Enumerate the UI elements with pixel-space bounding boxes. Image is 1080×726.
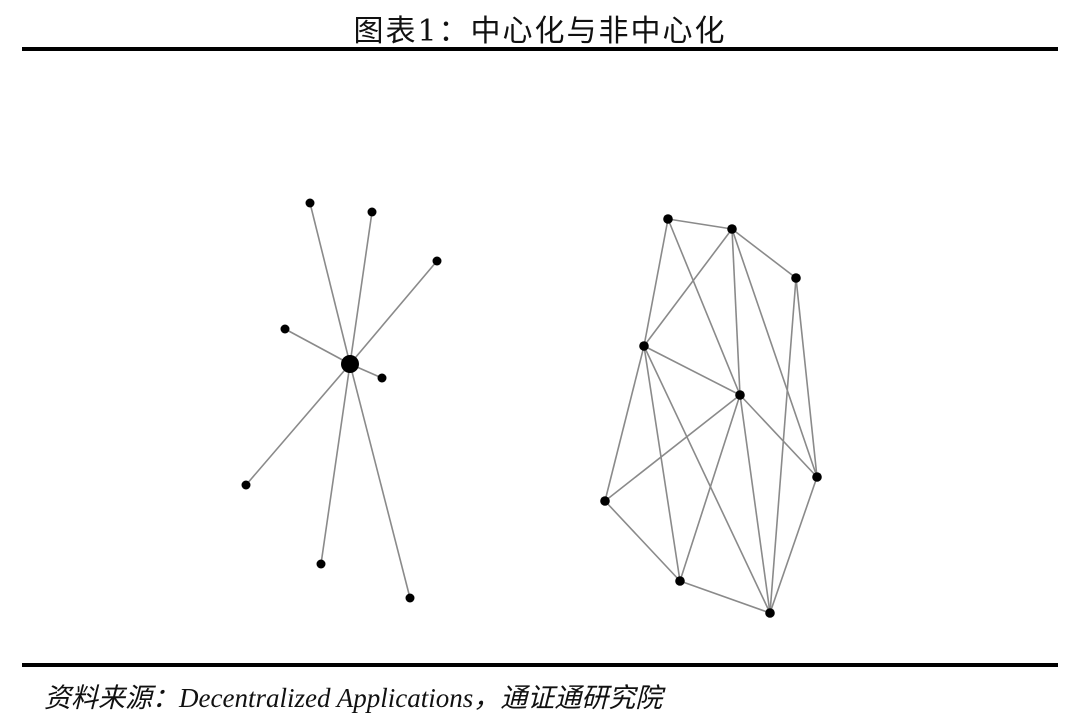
- mesh-node: [812, 472, 822, 482]
- mesh-edge: [679, 580, 771, 614]
- spoke-edge: [320, 363, 351, 565]
- hub-node: [341, 355, 359, 373]
- mesh-node: [735, 390, 745, 400]
- leaf-node: [241, 480, 251, 490]
- figure-title: 图表1：中心化与非中心化: [353, 14, 727, 49]
- mesh-edge: [643, 228, 733, 347]
- spoke-edge: [349, 363, 411, 599]
- mesh-node: [600, 496, 610, 506]
- mesh-edge: [643, 218, 669, 347]
- leaf-node: [377, 373, 387, 383]
- spoke-edge: [349, 260, 438, 365]
- mesh-edge: [604, 500, 681, 582]
- mesh-edge: [769, 277, 797, 614]
- mesh-edge: [795, 277, 818, 478]
- mesh-edge: [739, 394, 818, 478]
- spoke-edge: [309, 202, 351, 365]
- leaf-node: [432, 256, 442, 266]
- leaf-node: [280, 324, 290, 334]
- mesh-edge: [731, 228, 741, 396]
- spoke-edge: [245, 363, 351, 486]
- leaf-node: [367, 207, 377, 217]
- mesh-edge: [739, 394, 771, 614]
- mesh-edge: [667, 218, 741, 396]
- mesh-edge: [643, 345, 741, 396]
- mesh-edge: [643, 345, 771, 614]
- spoke-edge: [284, 328, 351, 365]
- top-rule: [22, 47, 1058, 51]
- mesh-node: [663, 214, 673, 224]
- spoke-edge: [349, 211, 373, 365]
- mesh-node: [675, 576, 685, 586]
- leaf-node: [405, 593, 415, 603]
- leaf-node: [316, 559, 326, 569]
- mesh-node: [791, 273, 801, 283]
- mesh-node: [765, 608, 775, 618]
- mesh-edge: [604, 345, 645, 502]
- mesh-edge: [679, 394, 741, 582]
- source-note: 资料来源：Decentralized Applications，通证通研究院: [44, 683, 663, 713]
- mesh-edge: [731, 228, 818, 478]
- mesh-node: [639, 341, 649, 351]
- mesh-edge: [731, 228, 797, 279]
- leaf-node: [305, 198, 315, 208]
- mesh-edge: [643, 345, 681, 582]
- bottom-rule: [22, 663, 1058, 667]
- mesh-edge: [769, 476, 818, 614]
- mesh-edge: [667, 218, 733, 230]
- mesh-edge: [604, 394, 741, 502]
- mesh-node: [727, 224, 737, 234]
